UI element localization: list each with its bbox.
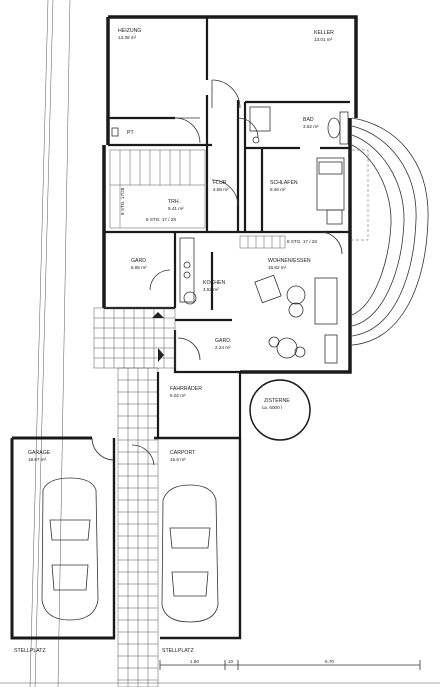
dimension-line [0,660,440,684]
room-area-gard-1: 5.85 m² [131,265,147,270]
room-area-schlafen: 8.46 m² [270,187,286,192]
room-area-kochen: 4.52 m² [203,287,219,292]
room-label-flur: FLUR [213,180,227,186]
entry-arrow-right-icon [158,348,164,362]
entrance-path [93,307,176,687]
door-swings [91,79,343,466]
stair-label-1: 8 STG. 17 / 28 [146,217,176,222]
bike-shed-walls [156,372,242,438]
garage-walls [10,436,242,640]
entry-arrow-up-icon [152,312,164,318]
room-area-flur: 4.58 m² [213,187,229,192]
room-area-trh: 5.41 m² [168,206,184,211]
parking-label-left: STELLPLATZ [14,648,46,654]
room-label-garage: GARAGE [28,450,51,456]
garden-contours [351,117,429,346]
stair-label-vertical: 8 STG. 17/28 [120,187,125,215]
stair-label-2: 8 STG. 17 / 28 [287,239,317,244]
pt-box [111,127,119,137]
room-label-schlafen: SCHLAFEN [270,180,298,186]
site-boundary-lines [29,0,71,687]
room-label-carport: CARPORT [170,450,196,456]
parking-label-right: STELLPLATZ [162,648,194,654]
cistern-volume: ca. 6000 l [262,405,282,410]
room-area-garage: 18.87 m² [28,457,47,462]
room-area-bad: 3.62 m² [303,124,319,129]
car-icon-right [161,484,219,623]
kitchen-fixtures [179,237,197,305]
room-label-fahrrader: FAHRRÄDER [170,385,202,392]
dim-label-1: 1.50 [190,659,199,664]
room-label-gard-1: GARD. [131,258,147,264]
dim-label-2: 10 [228,659,234,664]
room-label-pt: PT [127,130,134,136]
dim-label-3: 6.70 [325,659,334,664]
house-walls [102,15,358,374]
room-area-fahrrader: 5.02 m² [170,393,186,398]
cistern-circle [249,379,311,441]
room-label-kochen: KOCHEN [203,280,225,286]
living-room-furniture [254,274,338,364]
room-area-heizung: 13.38 m² [118,35,137,40]
cistern-label: ZISTERNE [264,398,290,404]
room-label-keller: KELLER [314,30,334,36]
bathroom-fixtures [249,106,349,145]
room-area-wohnen: 15.82 m² [268,265,287,270]
room-label-gard-2: GARD. [215,338,231,344]
room-label-trh: TRH. [168,199,180,205]
room-area-carport: 15.8 m² [170,457,186,462]
room-label-heizung: HEIZUNG [118,28,141,34]
stairs-drawing [109,149,286,249]
room-label-bad: BAD [303,117,314,123]
bed-icon [316,157,345,225]
room-area-keller: 13.01 m² [314,37,333,42]
room-label-wohnen: WOHNEN/ESSEN [268,258,311,264]
room-area-gard-2: 2.24 m² [215,345,231,350]
car-icon-left [41,477,99,621]
